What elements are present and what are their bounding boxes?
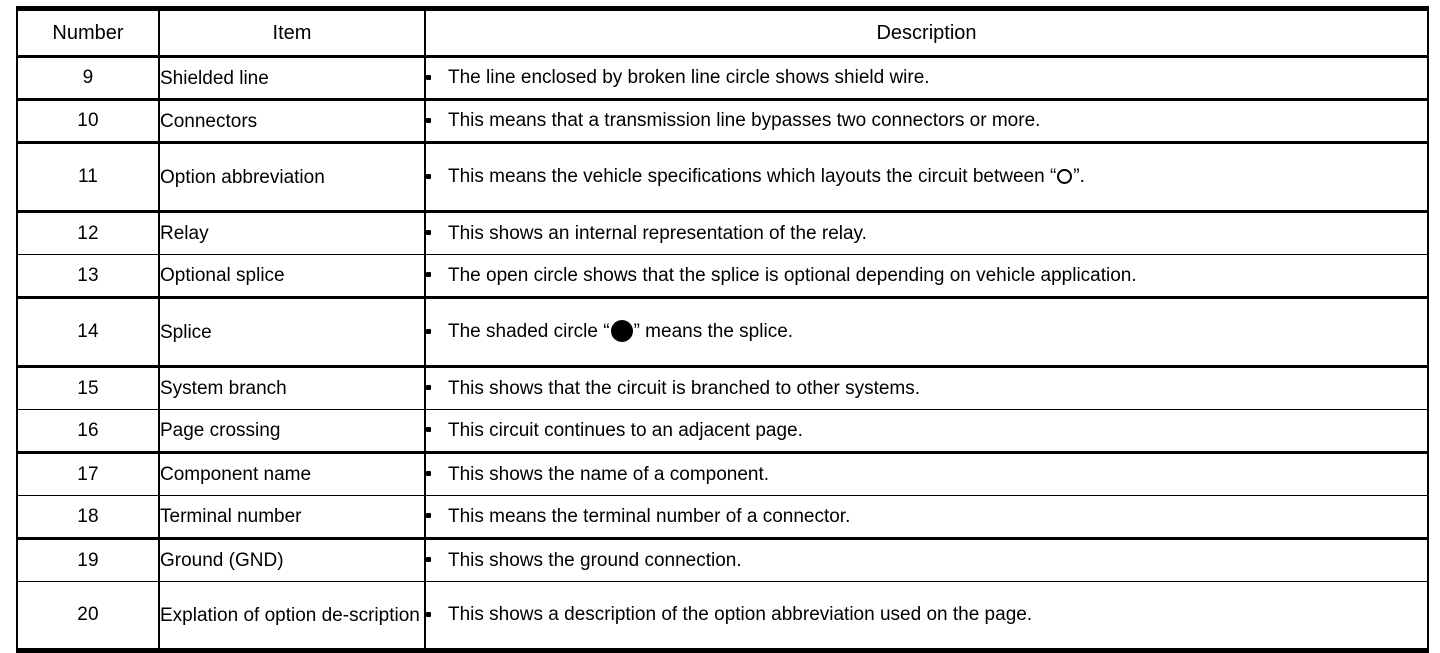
table-row: 11 Option abbreviation This means the ve… (16, 142, 1429, 213)
cell-item: Relay (158, 211, 426, 255)
column-header-item: Item (158, 6, 426, 58)
table-row: 17 Component name This shows the name of… (16, 452, 1429, 496)
cell-item: Shielded line (158, 56, 426, 101)
table-row: 9 Shielded line The line enclosed by bro… (16, 56, 1429, 101)
bullet-icon (426, 380, 448, 395)
table-head: Number Item Description (16, 6, 1429, 58)
cell-number: 16 (16, 409, 160, 454)
bullet-icon (426, 508, 448, 523)
description-text: This shows the ground connection. (448, 549, 742, 571)
table-row: 10 Connectors This means that a transmis… (16, 99, 1429, 144)
cell-description: This shows that the circuit is branched … (424, 366, 1429, 410)
description-text: The line enclosed by broken line circle … (448, 67, 930, 88)
cell-number: 15 (16, 366, 160, 410)
cell-description: This means the vehicle specifications wh… (424, 142, 1429, 213)
description-text: This means that a transmission line bypa… (448, 110, 1041, 131)
description-text-post: ” means the splice. (633, 321, 794, 342)
cell-description: The open circle shows that the splice is… (424, 254, 1429, 299)
bullet-icon (426, 168, 448, 183)
cell-description: This means the terminal number of a conn… (424, 495, 1429, 540)
description-text-pre: The shaded circle “ (448, 321, 610, 342)
cell-description: This means that a transmission line bypa… (424, 99, 1429, 144)
table-row: 14 Splice The shaded circle “ ” means the… (16, 297, 1429, 368)
cell-number: 18 (16, 495, 160, 540)
description-text: This means the vehicle specifications wh… (448, 165, 1085, 189)
cell-item: Component name (158, 452, 426, 496)
description-text: The shaded circle “ ” means the splice. (448, 320, 793, 344)
cell-item: Connectors (158, 99, 426, 144)
description-text: This means the terminal number of a conn… (448, 505, 851, 527)
open-circle-icon (1057, 169, 1073, 184)
wiring-legend-table: Number Item Description 9 Shielded line … (16, 6, 1429, 653)
cell-item: System branch (158, 366, 426, 410)
cell-description: This shows the ground connection. (424, 538, 1429, 582)
bullet-icon (426, 466, 448, 481)
cell-item: Page crossing (158, 409, 426, 454)
legend-table-page: Number Item Description 9 Shielded line … (0, 0, 1440, 622)
description-text: This shows that the circuit is branched … (448, 377, 921, 399)
cell-number: 9 (16, 56, 160, 101)
bullet-icon (426, 225, 448, 240)
table-row: 18 Terminal number This means the termin… (16, 495, 1429, 540)
cell-number: 19 (16, 538, 160, 582)
bullet-icon (426, 422, 448, 437)
cell-number: 17 (16, 452, 160, 496)
cell-item: Optional splice (158, 254, 426, 299)
cell-number: 20 (16, 581, 160, 653)
table-row: 16 Page crossing This circuit continues … (16, 409, 1429, 454)
description-text: This shows a description of the option a… (448, 604, 1033, 625)
bullet-icon (426, 267, 448, 282)
table-row: 13 Optional splice The open circle shows… (16, 254, 1429, 299)
bullet-icon (426, 552, 448, 567)
table-row: 12 Relay This shows an internal represen… (16, 211, 1429, 255)
cell-item: Terminal number (158, 495, 426, 540)
cell-description: The line enclosed by broken line circle … (424, 56, 1429, 101)
cell-item: Ground (GND) (158, 538, 426, 582)
description-text: This circuit continues to an adjacent pa… (448, 419, 803, 441)
table-row: 19 Ground (GND) This shows the ground co… (16, 538, 1429, 582)
cell-number: 10 (16, 99, 160, 144)
bullet-icon (426, 323, 448, 338)
description-text: This shows the name of a component. (448, 463, 770, 485)
cell-description: The shaded circle “ ” means the splice. (424, 297, 1429, 368)
cell-item: Option abbreviation (158, 142, 426, 213)
filled-circle-icon (610, 320, 633, 342)
bullet-icon (426, 606, 448, 621)
cell-item: Explation of option de-scription (158, 581, 426, 653)
bullet-icon (426, 112, 448, 127)
cell-number: 13 (16, 254, 160, 299)
cell-description: This shows a description of the option a… (424, 581, 1429, 653)
description-text: The open circle shows that the splice is… (448, 264, 1137, 286)
table-header-row: Number Item Description (16, 6, 1429, 58)
cell-number: 12 (16, 211, 160, 255)
description-text-post: ”. (1073, 166, 1085, 187)
column-header-number: Number (16, 6, 160, 58)
description-text-pre: This means the vehicle specifications wh… (448, 166, 1057, 187)
table-body: 9 Shielded line The line enclosed by bro… (16, 56, 1429, 653)
column-header-description: Description (424, 6, 1429, 58)
cell-description: This shows the name of a component. (424, 452, 1429, 496)
table-row: 20 Explation of option de-scription This… (16, 581, 1429, 653)
cell-number: 11 (16, 142, 160, 213)
description-text: This shows an internal representation of… (448, 222, 867, 244)
table-row: 15 System branch This shows that the cir… (16, 366, 1429, 410)
bullet-icon (426, 69, 448, 84)
cell-number: 14 (16, 297, 160, 368)
cell-description: This shows an internal representation of… (424, 211, 1429, 255)
cell-item: Splice (158, 297, 426, 368)
cell-description: This circuit continues to an adjacent pa… (424, 409, 1429, 454)
